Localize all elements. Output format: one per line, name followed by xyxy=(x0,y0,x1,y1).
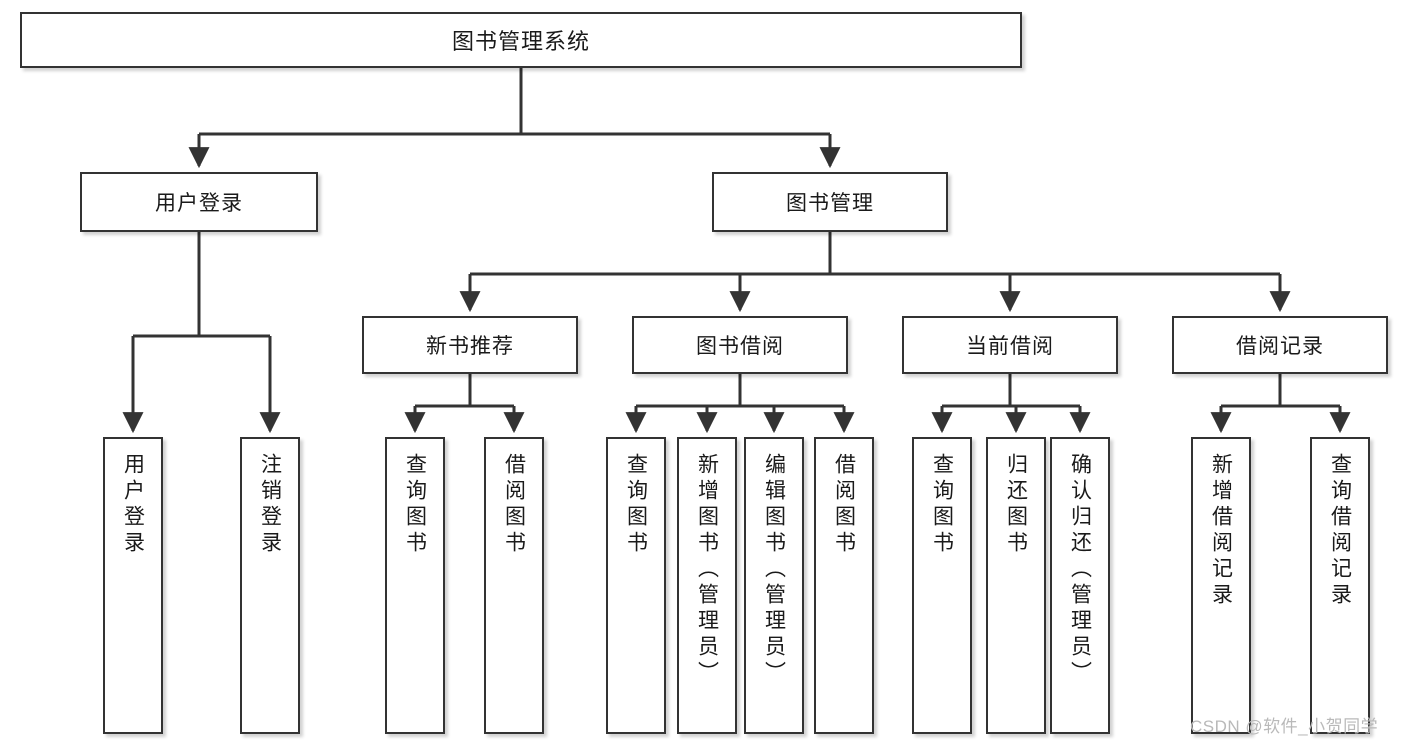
node-leaf-borrow-book-1[interactable]: 借阅图书 xyxy=(484,437,544,734)
node-user-login[interactable]: 用户登录 xyxy=(80,172,318,232)
node-leaf-confirm-return-label: 确认归还（管理员） xyxy=(1068,453,1092,687)
node-leaf-query-book-2-label: 查询图书 xyxy=(624,453,648,557)
node-leaf-query-book-2[interactable]: 查询图书 xyxy=(606,437,666,734)
node-leaf-query-book-1[interactable]: 查询图书 xyxy=(385,437,445,734)
node-leaf-query-book-1-label: 查询图书 xyxy=(403,453,427,557)
node-leaf-user-login[interactable]: 用户登录 xyxy=(103,437,163,734)
node-leaf-query-book-3-label: 查询图书 xyxy=(930,453,954,557)
node-leaf-user-logout[interactable]: 注销登录 xyxy=(240,437,300,734)
node-current-borrow-label: 当前借阅 xyxy=(966,335,1054,358)
node-leaf-return-book-label: 归还图书 xyxy=(1004,453,1028,557)
node-new-book-recommend[interactable]: 新书推荐 xyxy=(362,316,578,374)
node-leaf-borrow-book-2[interactable]: 借阅图书 xyxy=(814,437,874,734)
node-book-manage-label: 图书管理 xyxy=(786,192,874,215)
watermark-text: CSDN @软件_小贺同学 xyxy=(1190,717,1379,736)
node-leaf-query-record-label: 查询借阅记录 xyxy=(1328,453,1352,609)
node-borrow-record[interactable]: 借阅记录 xyxy=(1172,316,1388,374)
node-book-manage[interactable]: 图书管理 xyxy=(712,172,948,232)
node-root[interactable]: 图书管理系统 xyxy=(20,12,1022,68)
node-book-borrow[interactable]: 图书借阅 xyxy=(632,316,848,374)
node-user-login-label: 用户登录 xyxy=(155,192,243,215)
node-leaf-user-logout-label: 注销登录 xyxy=(258,453,282,557)
node-leaf-edit-book[interactable]: 编辑图书（管理员） xyxy=(744,437,804,734)
node-leaf-query-book-3[interactable]: 查询图书 xyxy=(912,437,972,734)
node-current-borrow[interactable]: 当前借阅 xyxy=(902,316,1118,374)
node-leaf-confirm-return[interactable]: 确认归还（管理员） xyxy=(1050,437,1110,734)
node-book-borrow-label: 图书借阅 xyxy=(696,335,784,358)
node-leaf-add-book-label: 新增图书（管理员） xyxy=(695,453,719,687)
node-leaf-add-record-label: 新增借阅记录 xyxy=(1209,453,1233,609)
node-leaf-borrow-book-1-label: 借阅图书 xyxy=(502,453,526,557)
node-leaf-return-book[interactable]: 归还图书 xyxy=(986,437,1046,734)
node-leaf-add-book[interactable]: 新增图书（管理员） xyxy=(677,437,737,734)
node-leaf-edit-book-label: 编辑图书（管理员） xyxy=(762,453,786,687)
node-leaf-query-record[interactable]: 查询借阅记录 xyxy=(1310,437,1370,734)
node-root-label: 图书管理系统 xyxy=(451,29,590,54)
node-new-book-recommend-label: 新书推荐 xyxy=(426,335,514,358)
node-leaf-add-record[interactable]: 新增借阅记录 xyxy=(1191,437,1251,734)
node-leaf-borrow-book-2-label: 借阅图书 xyxy=(832,453,856,557)
node-borrow-record-label: 借阅记录 xyxy=(1236,335,1324,358)
node-leaf-user-login-label: 用户登录 xyxy=(121,453,145,557)
